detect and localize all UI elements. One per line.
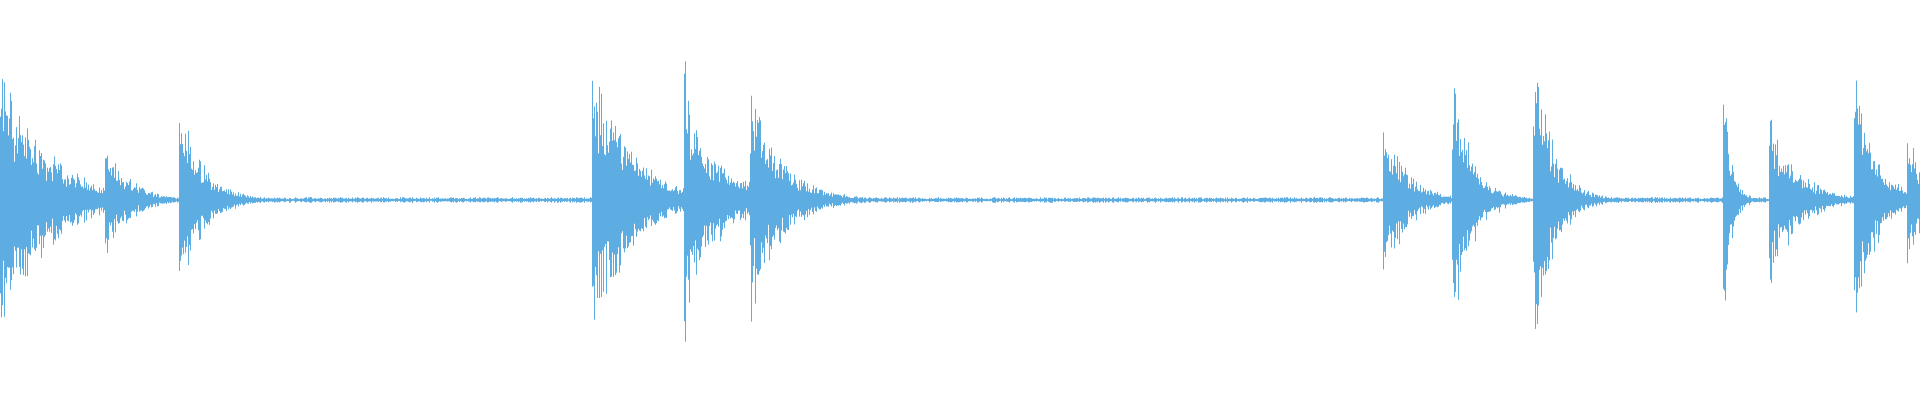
waveform-path: [0, 61, 1920, 342]
waveform-bars: [0, 61, 1920, 342]
